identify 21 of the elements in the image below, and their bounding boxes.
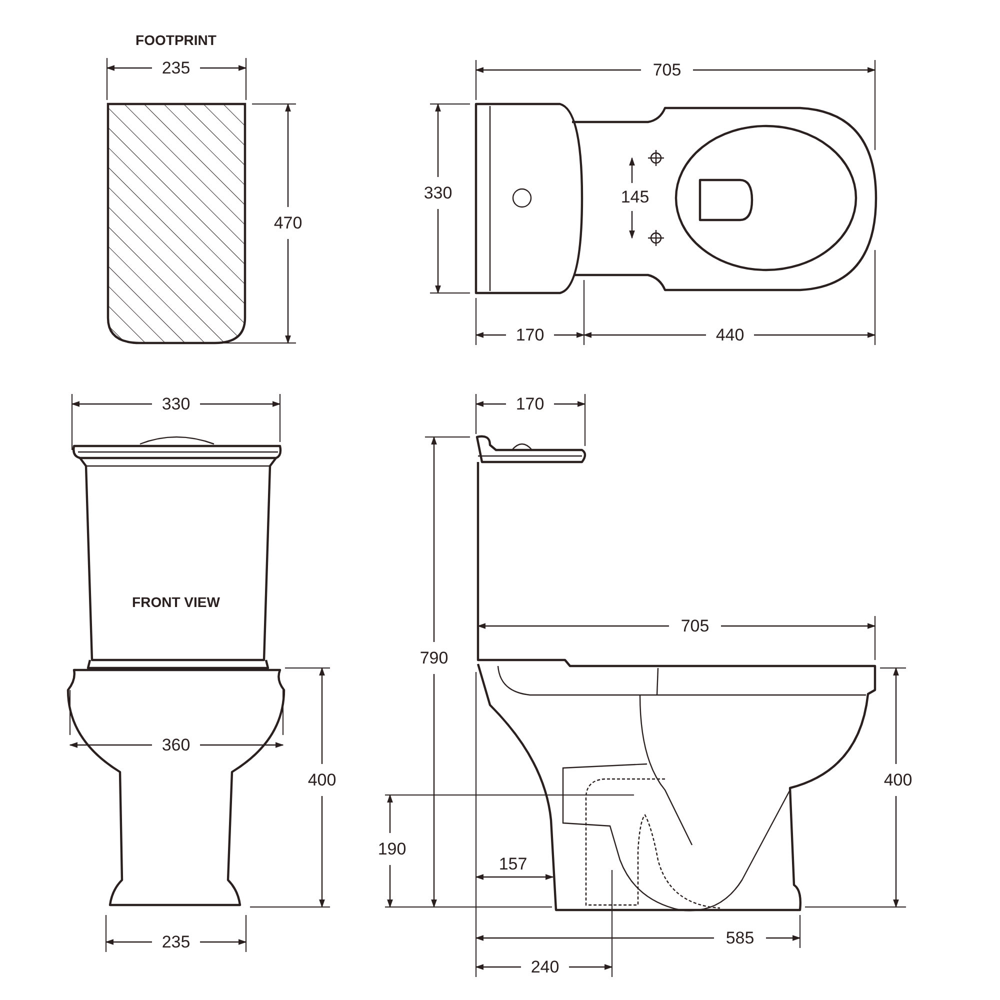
dimension-value: 330 xyxy=(424,184,452,202)
dimension-value: 585 xyxy=(726,930,754,946)
dimension-value: 360 xyxy=(162,736,190,754)
dimension-value: 170 xyxy=(516,396,544,412)
dimension-value: 330 xyxy=(162,396,190,412)
dimension-value: 145 xyxy=(620,188,650,206)
view-title: FOOTPRINT xyxy=(136,33,216,47)
dimension-value: 170 xyxy=(516,326,544,344)
dimension-value: 705 xyxy=(652,62,682,78)
dimension-value: 790 xyxy=(420,650,448,666)
dimension-value: 157 xyxy=(498,856,528,872)
dimension-value: 235 xyxy=(162,60,190,76)
dimension-value: 400 xyxy=(308,772,336,788)
dimension-value: 470 xyxy=(274,214,302,232)
dimension-value: 190 xyxy=(378,840,406,858)
view-title: FRONT VIEW xyxy=(132,595,220,609)
dimension-value: 240 xyxy=(530,958,560,976)
dimension-value: 235 xyxy=(162,934,190,950)
dimension-value: 400 xyxy=(884,772,912,788)
dimension-value: 440 xyxy=(716,326,744,344)
dimension-value: 705 xyxy=(680,618,710,634)
